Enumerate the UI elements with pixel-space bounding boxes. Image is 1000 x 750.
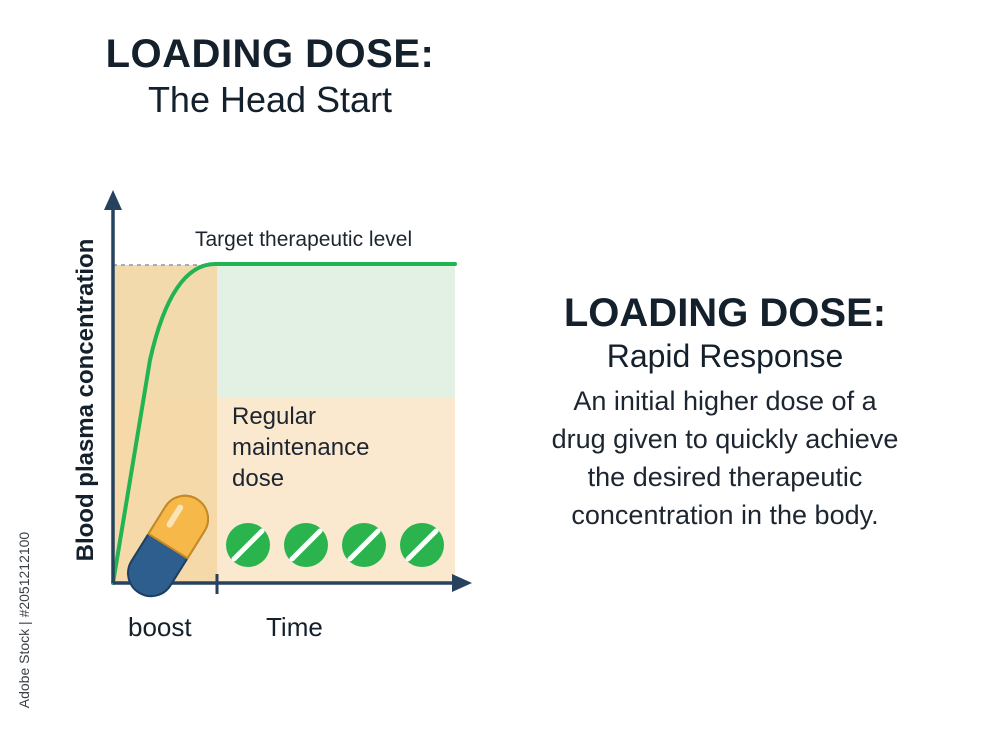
definition-line: drug given to quickly achieve (551, 424, 899, 454)
definition-line: the desired therapeutic (587, 462, 863, 492)
maintenance-label-line-3: dose (232, 465, 284, 492)
maintenance-label-line-2: maintenance (232, 434, 369, 461)
capsule-icon (127, 494, 209, 598)
definition-line: An initial higher dose of a (573, 386, 877, 416)
tablet-icon (342, 523, 386, 567)
y-axis-arrowhead (104, 190, 122, 210)
tablet-icon (284, 523, 328, 567)
tablet-icon (400, 523, 444, 567)
concentration-curve (111, 261, 457, 585)
definition-block: LOADING DOSE: Rapid Response An initial … (515, 290, 935, 534)
title-block: LOADING DOSE: The Head Start (60, 30, 480, 122)
time-label: Time (266, 612, 323, 642)
target-level-label: Target therapeutic level (195, 228, 412, 251)
definition-subtitle: Rapid Response (606, 338, 844, 374)
y-axis-label: Blood plasma concentration (72, 238, 99, 562)
x-axis-arrowhead (452, 574, 472, 592)
title-main: LOADING DOSE: (105, 32, 435, 76)
definition-line: concentration in the body. (571, 500, 879, 530)
stock-credit: Adobe Stock | #2051212100 (16, 531, 32, 709)
maintenance-label-line-1: Regular (232, 403, 316, 430)
tablet-icon (226, 523, 270, 567)
loading-dose-diagram: Target therapeutic level Regular mainten… (104, 190, 472, 642)
definition-text: An initial higher dose of a drug given t… (515, 382, 935, 534)
definition-title: LOADING DOSE: (563, 291, 887, 335)
title-sub: The Head Start (147, 79, 393, 120)
boost-label: boost (128, 612, 192, 642)
